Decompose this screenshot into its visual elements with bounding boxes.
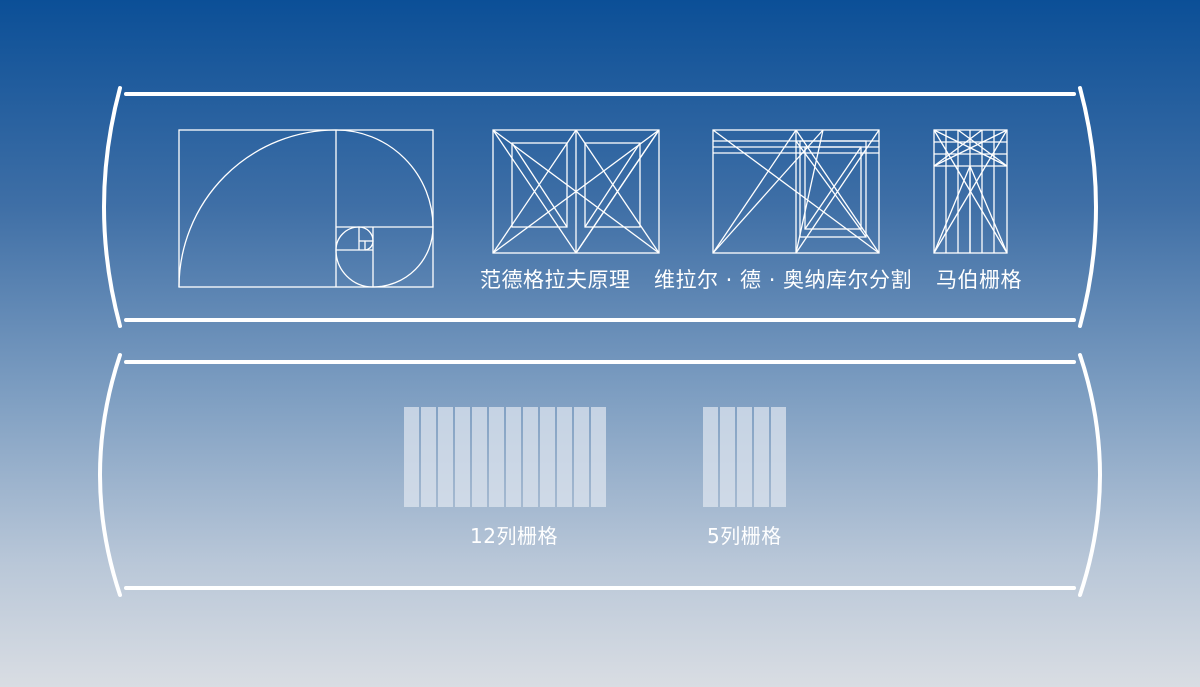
caption-grid12: 12列栅格	[470, 524, 558, 548]
five-column-grid-icon	[703, 407, 786, 507]
van-de-graaf-canon-icon	[492, 129, 660, 254]
caption-marber: 马伯栅格	[936, 268, 1022, 292]
top-panel-frame	[102, 86, 1098, 328]
bottom-panel-left-bracket	[98, 353, 122, 597]
bottom-panel-right-bracket	[1078, 353, 1102, 597]
caption-villard: 维拉尔 · 德 · 奥纳库尔分割	[654, 268, 913, 292]
villard-de-honnecourt-icon	[712, 129, 880, 254]
top-panel-right-bracket	[1078, 86, 1098, 328]
bottom-panel-frame	[98, 353, 1102, 597]
caption-grid5: 5列栅格	[707, 524, 782, 548]
golden-spiral-icon	[178, 129, 434, 288]
twelve-column-grid-icon	[404, 407, 606, 507]
marber-grid-icon	[933, 129, 1008, 254]
top-panel-left-bracket	[102, 86, 122, 328]
caption-van-de-graaf: 范德格拉夫原理	[480, 268, 631, 292]
